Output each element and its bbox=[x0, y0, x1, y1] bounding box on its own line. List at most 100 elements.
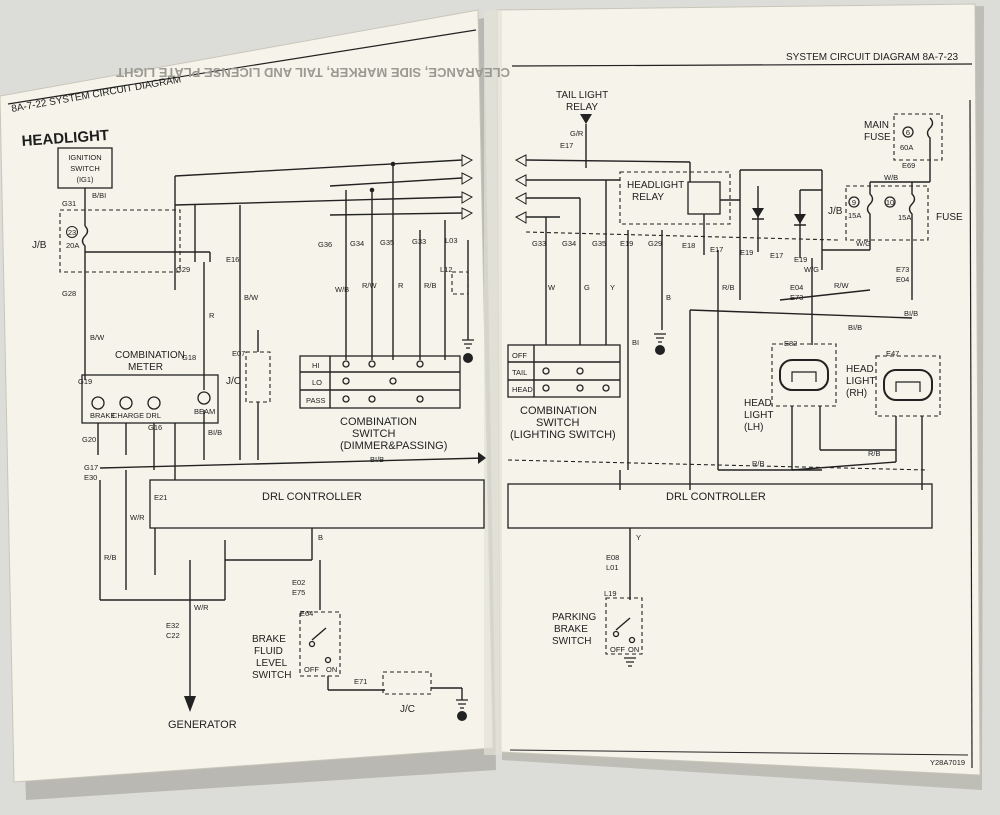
jc-bottom-label: J/C bbox=[400, 704, 415, 715]
connector-e75: E75 bbox=[292, 588, 305, 597]
wire-color-wr-2: W/R bbox=[194, 603, 209, 612]
connector-e21: E21 bbox=[154, 493, 167, 502]
ghost-title: CLEARANCE, SIDE MARKER, TAIL AND LICENSE… bbox=[116, 65, 510, 80]
wire-color-wg: W/G bbox=[856, 239, 871, 248]
connector-c22: C22 bbox=[166, 631, 180, 640]
fuse-rating: 20A bbox=[66, 241, 79, 250]
main-fuse-element bbox=[926, 117, 934, 182]
main-fuse-number: 6 bbox=[906, 128, 910, 137]
lighting-row-off: OFF bbox=[512, 351, 527, 360]
connector-e17: E17 bbox=[710, 245, 723, 254]
right-diagram: SYSTEM CIRCUIT DIAGRAM 8A-7-23 CLEARANCE… bbox=[116, 52, 973, 769]
connector-g31: G31 bbox=[62, 199, 76, 208]
connector-e32: E32 bbox=[166, 621, 179, 630]
fuse-b-rating: 15A bbox=[898, 213, 911, 222]
headlight-relay-line2: RELAY bbox=[632, 192, 664, 203]
connector-e19-b: E19 bbox=[740, 248, 753, 257]
headlight-rh-line2: LIGHT bbox=[846, 376, 875, 387]
wire-color-wb: W/B bbox=[335, 285, 349, 294]
fuse-label: FUSE bbox=[936, 212, 963, 223]
drl-controller-right bbox=[507, 483, 933, 529]
combination-meter-line1: COMBINATION bbox=[115, 350, 185, 361]
wire-color-w: W bbox=[548, 283, 556, 292]
brake-switch-line1: BRAKE bbox=[252, 634, 286, 645]
wire-color-b: B bbox=[666, 293, 671, 302]
jb-label: J/B bbox=[32, 240, 47, 251]
wire-color-wr: W/R bbox=[130, 513, 145, 522]
fuse-a-rating: 15A bbox=[848, 211, 861, 220]
wire-color-bw-2: B/W bbox=[244, 293, 259, 302]
connector-g29: G29 bbox=[176, 265, 190, 274]
headlight-relay-line1: HEADLIGHT bbox=[627, 180, 684, 191]
connector-g33: G33 bbox=[532, 239, 546, 248]
drl-controller-right-label: DRL CONTROLLER bbox=[666, 491, 766, 503]
wire-color-bib: BI/B bbox=[904, 309, 918, 318]
wire-color-bib-2: BI/B bbox=[370, 455, 384, 464]
fuse-b-number: 10 bbox=[886, 198, 894, 207]
connector-e71: E71 bbox=[354, 677, 367, 686]
wire-color-bi: BI bbox=[632, 338, 639, 347]
parking-brake-line1: PARKING bbox=[552, 612, 596, 623]
brake-on-label: ON bbox=[326, 665, 337, 674]
connector-g16: G16 bbox=[148, 423, 162, 432]
connector-e04: E04 bbox=[896, 275, 909, 284]
footer-code: Y28A7019 bbox=[930, 758, 965, 767]
connector-l03: L03 bbox=[445, 236, 458, 245]
parking-brake-switch-box bbox=[605, 597, 643, 655]
brake-fluid-switch-box bbox=[299, 611, 341, 677]
connector-e04-b: E04 bbox=[790, 283, 803, 292]
tail-relay-arrow-icon bbox=[580, 114, 592, 124]
lighting-switch-line1: COMBINATION bbox=[520, 405, 597, 417]
wire-color-bw: B/W bbox=[90, 333, 105, 342]
lamp-label-charge: CHARGE bbox=[112, 411, 144, 420]
wire-color-b: B bbox=[318, 533, 323, 542]
connector-e82: E82 bbox=[784, 339, 797, 348]
fuse-block-box bbox=[845, 185, 929, 241]
headlight-lh-bulb-icon bbox=[779, 359, 829, 391]
headlight-lh-line2: LIGHT bbox=[744, 410, 773, 421]
ignition-switch-line1: IGNITION bbox=[68, 153, 101, 162]
left-header-rule bbox=[7, 29, 477, 105]
main-fuse-box bbox=[893, 113, 943, 161]
wire-color-wb: W/B bbox=[884, 173, 898, 182]
fuse-a-number: 9 bbox=[852, 198, 856, 207]
connector-g19: G19 bbox=[78, 377, 92, 386]
main-fuse-line2: FUSE bbox=[864, 132, 891, 143]
wire-color-rw: R/W bbox=[834, 281, 850, 290]
brake-switch-line4: SWITCH bbox=[252, 670, 291, 681]
l12-jc-block bbox=[451, 271, 469, 295]
wire-color-rb: R/B bbox=[722, 283, 735, 292]
brake-lamp-icon bbox=[91, 396, 105, 410]
connector-l12: L12 bbox=[440, 265, 453, 274]
headlight-lh-box bbox=[771, 343, 837, 407]
connector-g34: G34 bbox=[350, 239, 364, 248]
wire-color-rb-3: R/B bbox=[752, 459, 765, 468]
connector-e16: E16 bbox=[226, 255, 239, 264]
connector-e30: E30 bbox=[84, 473, 97, 482]
headlight-rh-line3: (RH) bbox=[846, 388, 867, 399]
tail-relay-line2: RELAY bbox=[566, 102, 598, 113]
headlight-lh-line3: (LH) bbox=[744, 422, 763, 433]
jc-bottom-block bbox=[382, 671, 432, 695]
parking-on-label: ON bbox=[628, 645, 639, 654]
jc-label: J/C bbox=[226, 376, 241, 387]
ground-11-icon bbox=[655, 345, 665, 355]
generator-arrow-icon bbox=[184, 696, 196, 712]
fuse-a-element bbox=[866, 182, 874, 250]
ignition-switch-line3: (IG1) bbox=[76, 175, 94, 184]
main-fuse-rating: 60A bbox=[900, 143, 913, 152]
connector-e47: E47 bbox=[886, 349, 899, 358]
connector-e69: E69 bbox=[902, 161, 915, 170]
connector-g35: G35 bbox=[380, 238, 394, 247]
connector-e17-b: E17 bbox=[770, 251, 783, 260]
right-page bbox=[496, 3, 981, 776]
connector-e07: E07 bbox=[232, 349, 245, 358]
main-fuse-line1: MAIN bbox=[864, 120, 889, 131]
dimmer-switch-box bbox=[299, 355, 461, 409]
wire-color-rw: R/W bbox=[362, 281, 378, 290]
connector-g34: G34 bbox=[562, 239, 576, 248]
wire-color-y-2: Y bbox=[636, 533, 641, 542]
dimmer-switch-line2: SWITCH bbox=[352, 428, 395, 440]
ground-7-icon bbox=[457, 711, 467, 721]
brake-switch-line3: LEVEL bbox=[256, 658, 288, 669]
